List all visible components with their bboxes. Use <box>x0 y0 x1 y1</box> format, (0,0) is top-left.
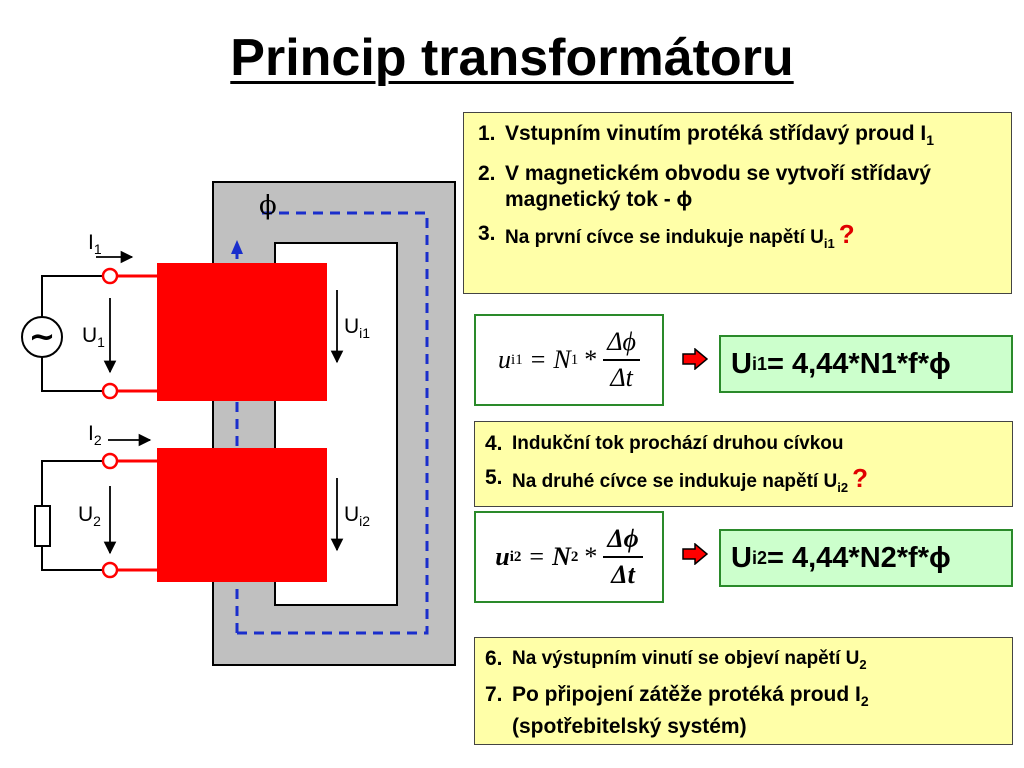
label-u2: U2 <box>78 503 101 529</box>
question-mark: ? <box>838 219 855 250</box>
label-ui1: Ui1 <box>344 315 370 341</box>
label-u1: U1 <box>82 324 105 350</box>
terminal-top-left-2 <box>101 452 119 470</box>
terminal-bottom-left <box>101 382 119 400</box>
primary-coil <box>157 263 327 401</box>
arrow-right-icon-2 <box>682 543 708 565</box>
secondary-circuit <box>41 459 157 572</box>
load-resistor-icon <box>34 505 51 547</box>
steps-box-1: 1.Vstupním vinutím protéká střídavý prou… <box>463 112 1012 294</box>
ac-source-symbol: ~ <box>29 317 56 355</box>
step-3: 3.Na první cívce se indukuje napětí Ui1? <box>478 219 855 251</box>
steps-box-3: 6.Na výstupním vinutí se objeví napětí U… <box>474 637 1013 745</box>
step-7: 7.Po připojení zátěže protéká proud I2 <box>485 682 869 709</box>
question-mark-2: ? <box>852 463 868 493</box>
step-1: 1.Vstupním vinutím protéká střídavý prou… <box>478 122 935 149</box>
label-ui2: Ui2 <box>344 503 370 529</box>
secondary-coil <box>157 448 327 582</box>
step-7-note: (spotřebitelský systém) <box>512 714 747 738</box>
step-6: 6.Na výstupním vinutí se objeví napětí U… <box>485 647 867 672</box>
ac-source-icon <box>21 316 63 358</box>
terminal-top-left <box>101 267 119 285</box>
step-5: 5.Na druhé cívce se indukuje napětí Ui2? <box>485 463 868 495</box>
terminal-bottom-left-2 <box>101 561 119 579</box>
flux-path <box>235 211 429 635</box>
page-title: Princip transformátoru <box>230 29 794 87</box>
step-4: 4.Indukční tok prochází druhou cívkou <box>485 432 844 455</box>
step-2: 2.V magnetickém obvodu se vytvoří střída… <box>478 162 931 212</box>
arrow-right-icon <box>682 348 708 370</box>
steps-box-2: 4.Indukční tok prochází druhou cívkou 5.… <box>474 421 1013 507</box>
transformer-diagram: ~ ϕ I1 U1 Ui1 I2 U2 Ui2 <box>21 181 456 666</box>
primary-circuit <box>41 274 157 393</box>
flux-arrow-icon <box>231 240 243 254</box>
flux-label: ϕ <box>259 191 277 221</box>
label-i1: I1 <box>88 231 102 257</box>
label-i2: I2 <box>88 422 102 448</box>
magnetic-core <box>212 181 456 666</box>
